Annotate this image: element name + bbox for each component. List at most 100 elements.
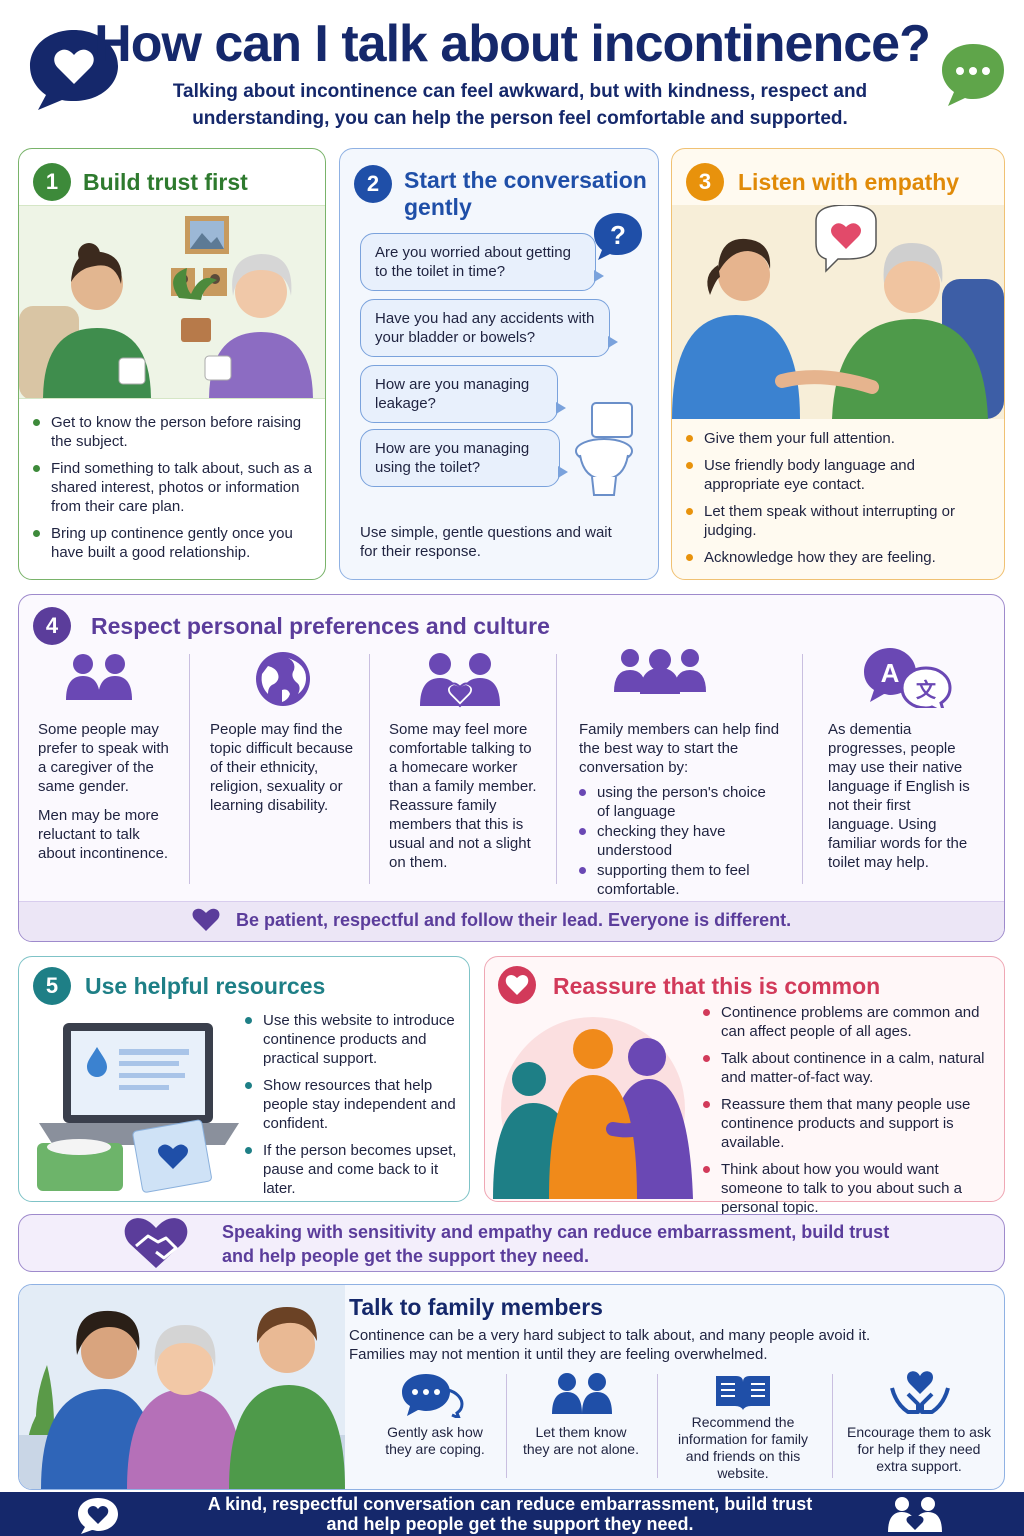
list-item: Continence problems are common and can a… (703, 1003, 997, 1041)
list-item: Find something to talk about, such as a … (33, 459, 317, 516)
card-reassure: Reassure that this is common Continence … (484, 956, 1005, 1216)
illustration-listening (672, 205, 1004, 419)
card2-title: Start the conversation gently (404, 167, 647, 220)
list-item: using the person's choice of language (579, 783, 779, 821)
list-item: Give them your full attention. (686, 429, 986, 448)
col3-text: Some may feel more comfortable talking t… (389, 721, 537, 871)
card1-bullets: Get to know the person before raising th… (33, 413, 317, 570)
hands-heart-icon (890, 1371, 950, 1414)
card2-footer: Use simple, gentle questions and wait fo… (360, 524, 612, 560)
illustration-conversation (19, 205, 325, 399)
card4-banner (19, 901, 1004, 941)
card-start-conversation: 2 Start the conversation gently ? Are yo… (339, 148, 659, 580)
two-people-heart-icon (888, 1497, 942, 1532)
col5-text: As dementia progresses, people may use t… (828, 721, 970, 871)
divider (556, 654, 557, 884)
globe-icon (256, 652, 310, 706)
heart-icon (192, 908, 220, 931)
empathy-banner-text: Speaking with sensitivity and empathy ca… (222, 1222, 890, 1266)
card5-bullets: Use this website to introduce continence… (245, 1011, 461, 1206)
svg-text:A: A (881, 658, 900, 688)
question-bubble: Have you had any accidents with your bla… (360, 299, 618, 357)
card4-banner-text: Be patient, respectful and follow their … (236, 910, 792, 930)
list-item: Show resources that help people stay ind… (245, 1076, 461, 1133)
col4-intro: Family members can help find the best wa… (579, 721, 780, 776)
card-listen-empathy: 3 Listen with empathy Give them your ful… (671, 148, 1005, 580)
two-people-icon (552, 1373, 612, 1414)
page-title: How can I talk about incontinence? (94, 15, 931, 73)
page-subtitle: Talking about incontinence can feel awkw… (172, 81, 868, 129)
list-item: Acknowledge how they are feeling. (686, 548, 986, 567)
list-item: Bring up continence gently once you have… (33, 524, 317, 562)
group-icon (614, 649, 706, 694)
illustration-family (19, 1285, 345, 1489)
col-family: Family members can help find the best wa… (579, 720, 789, 900)
list-item: Talk about continence in a calm, natural… (703, 1049, 997, 1087)
svg-text:文: 文 (916, 678, 937, 702)
card4-title: Respect personal preferences and culture (91, 613, 550, 639)
col-language: As dementia progresses, people may use t… (828, 720, 978, 872)
card3-bullets: Give them your full attention. Use frien… (686, 429, 986, 575)
heart-circle-icon (498, 966, 536, 1004)
list-item: Reassure them that many people use conti… (703, 1095, 997, 1152)
list-item: Use this website to introduce continence… (245, 1011, 461, 1068)
family-item: Recommend the information for family and… (678, 1414, 808, 1481)
question-bubble: How are you managing leakage? (360, 365, 566, 423)
col-gender: Some people may prefer to speak with a c… (38, 720, 178, 863)
divider (506, 1374, 507, 1478)
handshake-heart-icon (124, 1218, 188, 1268)
people-heart-icon (420, 653, 500, 708)
step-number-3: 3 (686, 163, 724, 201)
col4-bullets: using the person's choice of language ch… (579, 783, 779, 899)
col-homecare: Some may feel more comfortable talking t… (389, 720, 539, 872)
step-number-4: 4 (33, 607, 71, 645)
step-number-2: 2 (354, 165, 392, 203)
card-respect-preferences: 4 Respect personal preferences and cultu… (18, 594, 1005, 942)
toilet-icon (575, 402, 633, 496)
family-item: Gently ask how they are coping. (385, 1424, 485, 1457)
card-helpful-resources: 5 Use helpful resources Use this website… (18, 956, 470, 1202)
card1-title: Build trust first (83, 169, 248, 195)
list-item: Think about how you would want someone t… (703, 1160, 997, 1217)
chat-bubbles-icon (402, 1374, 464, 1418)
step-number-5: 5 (33, 967, 71, 1005)
divider (802, 654, 803, 884)
footer-banner (0, 1492, 1024, 1536)
translate-icon: A 文 (864, 648, 952, 708)
divider (832, 1374, 833, 1478)
chat-dots-icon (942, 44, 1004, 106)
question-bubble: How are you managing using the toilet? (360, 429, 568, 487)
col1-text2: Men may be more reluctant to talk about … (38, 807, 169, 862)
card-build-trust: 1 Build trust first Get to know the pers… (18, 148, 326, 580)
svg-text:?: ? (610, 220, 626, 250)
heart-chat-icon (30, 30, 118, 110)
card5-title: Use helpful resources (85, 973, 326, 999)
col2-text: People may find the topic difficult beca… (210, 721, 354, 814)
heart-chat-icon (78, 1498, 118, 1534)
list-item: If the person becomes upset, pause and c… (245, 1141, 461, 1198)
list-item: checking they have understood (579, 822, 779, 860)
people-together-icon (493, 1017, 693, 1199)
list-item: supporting them to feel comfortable. (579, 861, 779, 899)
divider (369, 654, 370, 884)
col-culture: People may find the topic difficult beca… (210, 720, 360, 815)
family-title: Talk to family members (349, 1294, 603, 1320)
question-bubble: Are you worried about getting to the toi… (360, 233, 604, 291)
card6-title: Reassure that this is common (553, 973, 881, 999)
footer-text: A kind, respectful conversation can redu… (207, 1494, 813, 1534)
family-intro: Continence can be a very hard subject to… (349, 1327, 871, 1363)
family-item: Let them know they are not alone. (523, 1424, 639, 1457)
open-book-icon (716, 1376, 770, 1410)
question-bubble-icon: ? (594, 213, 642, 260)
list-item: Let them speak without interrupting or j… (686, 502, 986, 540)
list-item: Use friendly body language and appropria… (686, 456, 986, 494)
two-people-icon (66, 654, 132, 700)
laptop-resources-icon (37, 1023, 239, 1193)
card3-title: Listen with empathy (738, 169, 960, 195)
list-item: Get to know the person before raising th… (33, 413, 317, 451)
card6-bullets: Continence problems are common and can a… (703, 1003, 997, 1225)
family-item: Encourage them to ask for help if they n… (847, 1424, 991, 1474)
col1-text: Some people may prefer to speak with a c… (38, 721, 169, 795)
divider (189, 654, 190, 884)
divider (657, 1374, 658, 1478)
